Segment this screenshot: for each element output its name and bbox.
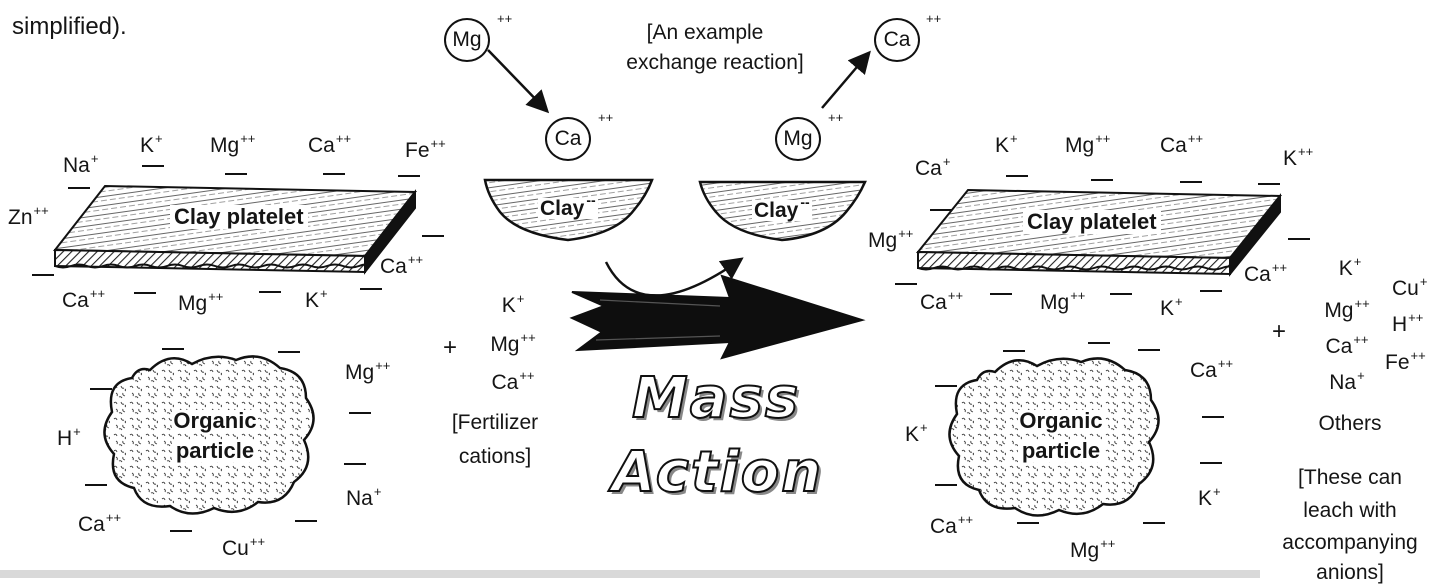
ion-k-bottom-right: K+	[1160, 294, 1183, 320]
left-clay-label: Clay platelet	[170, 205, 308, 229]
ca-on-clay-charge: ++	[598, 110, 614, 125]
ion-k-top-left: K+	[140, 131, 163, 157]
leach-h: H++	[1392, 310, 1424, 336]
ion-ca-org-right: Ca++	[1190, 356, 1234, 382]
ion-k-bottom-left: K+	[305, 286, 328, 312]
bottom-strip	[0, 570, 1260, 578]
fertilizer-caption-2: cations]	[458, 445, 532, 468]
ion-ca-top-right: Ca++	[1160, 131, 1204, 157]
left-clay-platelet	[52, 184, 418, 275]
ion-ca-bottom-left: Ca++	[62, 286, 106, 312]
right-organic-particle	[948, 357, 1160, 517]
arrow-ca-out	[821, 50, 871, 109]
mass-label: Mass	[631, 365, 801, 432]
ion-na-org-left: Na+	[346, 484, 382, 510]
ion-ca-org-bottom-right: Ca++	[930, 512, 974, 538]
curved-exchange-arrow	[604, 257, 744, 297]
mg-circle-in: Mg	[444, 18, 490, 62]
leach-na: Na+	[1329, 368, 1365, 394]
leach-caption-4: anions]	[1316, 561, 1384, 584]
leached-plus: +	[1272, 318, 1287, 345]
leach-others: Others	[1318, 412, 1382, 435]
ion-ca-right-right: Ca++	[1244, 260, 1288, 286]
ion-k-top-right2: K++	[1283, 144, 1314, 170]
ion-mg-org-left: Mg++	[345, 358, 391, 384]
ion-mg-left-right: Mg++	[868, 226, 914, 252]
ion-ca-left-right: Ca+	[915, 154, 951, 180]
ion-fe-top-left: Fe++	[405, 136, 446, 162]
example-caption-line2: exchange reaction]	[626, 51, 804, 74]
ion-mg-top-right: Mg++	[1065, 131, 1111, 157]
mg-circle-on-clay: Mg	[775, 117, 821, 161]
right-organic-label-1: Organic	[1018, 408, 1104, 433]
ion-k-top-right: K+	[995, 131, 1018, 157]
ion-mg-bottom-right: Mg++	[1040, 288, 1086, 314]
fert-mg: Mg++	[490, 330, 536, 356]
small-clay-right-label: Clay--	[752, 194, 812, 222]
ca-circle-on-clay: Ca	[545, 117, 591, 161]
ion-ca-right-left: Ca++	[380, 252, 424, 278]
leach-fe: Fe++	[1385, 348, 1426, 374]
ca-circle-out-top: Ca	[874, 18, 920, 62]
small-clay-left-label: Clay--	[538, 192, 598, 220]
fertilizer-caption-1: [Fertilizer	[451, 411, 539, 434]
leach-caption-1: [These can	[1298, 466, 1402, 489]
mg-in-charge: ++	[497, 11, 513, 26]
ion-mg-org-bottom-right: Mg++	[1070, 536, 1116, 562]
ion-na-top-left: Na+	[63, 151, 99, 177]
intro-fragment: simplified).	[12, 13, 127, 40]
left-organic-label-2: particle	[172, 440, 258, 462]
right-clay-label: Clay platelet	[1023, 210, 1161, 234]
leach-mg: Mg++	[1324, 296, 1370, 322]
mass-action-arrow	[569, 274, 866, 360]
ion-k-org-right-right: K+	[1198, 484, 1221, 510]
fert-ca: Ca++	[491, 368, 535, 394]
ion-ca-org-left: Ca++	[78, 510, 122, 536]
leach-caption-2: leach with	[1303, 499, 1397, 522]
example-caption-line1: [An example	[646, 21, 764, 44]
ion-mg-top-left: Mg++	[210, 131, 256, 157]
right-organic-label-2: particle	[1018, 440, 1104, 462]
leach-caption-3: accompanying	[1282, 531, 1418, 554]
action-label: Action	[611, 439, 824, 506]
ion-cu-org-left: Cu++	[222, 534, 266, 560]
left-organic-particle	[103, 355, 315, 515]
leach-k: K+	[1338, 254, 1362, 280]
mg-on-clay-charge: ++	[828, 110, 844, 125]
ion-h-org-left: H+	[57, 424, 81, 450]
fert-k: K+	[501, 291, 525, 317]
ion-mg-bottom-left: Mg++	[178, 289, 224, 315]
fertilizer-plus: +	[443, 334, 458, 361]
ca-out-charge: ++	[926, 11, 942, 26]
left-organic-label-1: Organic	[172, 408, 258, 433]
ion-zn-left: Zn++	[8, 203, 49, 229]
ion-ca-bottom-right: Ca++	[920, 288, 964, 314]
ion-ca-top-left: Ca++	[308, 131, 352, 157]
arrow-mg-in	[487, 49, 550, 114]
leach-ca: Ca++	[1325, 332, 1369, 358]
ion-k-org-left-right: K+	[905, 420, 928, 446]
leach-cu: Cu+	[1392, 274, 1428, 300]
